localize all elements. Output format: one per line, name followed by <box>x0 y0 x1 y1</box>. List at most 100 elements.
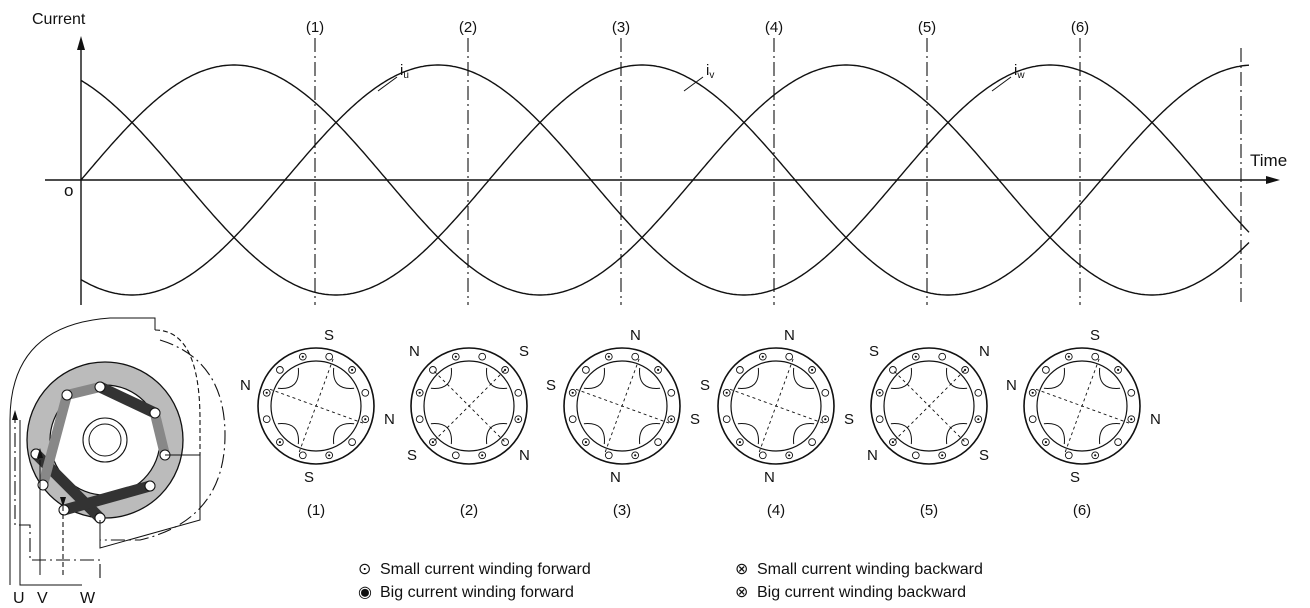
rotor-inner <box>883 360 975 452</box>
slot-dot <box>670 418 673 421</box>
slot-dot <box>364 418 367 421</box>
slot-dot <box>725 391 728 394</box>
pole-label: S <box>1090 327 1100 344</box>
slot-symbol <box>875 415 884 424</box>
rotor-label: (6) <box>1073 502 1091 519</box>
rotor-inner <box>576 360 668 452</box>
marker-label-top: (6) <box>1071 19 1089 36</box>
slot-dot <box>517 418 520 421</box>
slot-dot <box>1044 441 1047 444</box>
slot-symbol <box>1028 415 1037 424</box>
x-axis-label: Time <box>1250 151 1287 170</box>
flux-line <box>946 367 968 389</box>
slot-dot <box>964 368 967 371</box>
flux-line <box>737 367 759 389</box>
marker-labels: (1)(2)(3)(4)(5)(6) <box>306 19 1089 36</box>
slot-dot <box>824 418 827 421</box>
flux-line <box>639 423 661 445</box>
marker-lines <box>314 38 1242 305</box>
curve-label: iu <box>400 62 409 81</box>
lead-arrow-u <box>37 448 43 458</box>
flux-line <box>890 367 912 389</box>
winding-bar-w2 <box>62 382 105 400</box>
slot-dot <box>977 418 980 421</box>
terminal-dot <box>94 381 106 393</box>
pole-label: S <box>700 377 710 394</box>
flux-line <box>486 423 508 445</box>
slot-dot <box>914 355 917 358</box>
lead-arrow-v <box>60 497 66 507</box>
slot-symbol <box>348 438 356 446</box>
terminal-dot <box>144 480 156 492</box>
slot-dot <box>328 454 331 457</box>
slot-dot <box>941 454 944 457</box>
rotor-inner <box>1036 360 1128 452</box>
slot-symbol <box>1042 366 1050 374</box>
pole-label: S <box>979 447 989 464</box>
rotor-label: (2) <box>460 502 478 519</box>
flux-line <box>583 423 605 445</box>
lead-wire-right <box>19 420 82 586</box>
flux-line <box>1043 367 1065 389</box>
flux-line <box>1043 423 1065 445</box>
pole-label: N <box>979 343 990 360</box>
pole-axis <box>268 388 364 424</box>
slot-symbol <box>1114 438 1122 446</box>
slot-symbol <box>758 451 767 460</box>
slot-dot <box>1067 355 1070 358</box>
flux-line <box>737 423 759 445</box>
pole-label: N <box>409 343 420 360</box>
slot-symbol <box>568 415 577 424</box>
flux-line <box>583 367 605 389</box>
winding-bar-w <box>58 480 156 516</box>
pole-label: N <box>1006 377 1017 394</box>
slot-symbol <box>325 352 334 361</box>
slot-symbol <box>974 388 983 397</box>
legend-text: Small current winding backward <box>757 561 983 578</box>
flux-line <box>486 367 508 389</box>
flux-line <box>1099 367 1121 389</box>
pole-label: N <box>1150 411 1161 428</box>
marker-label-top: (1) <box>306 19 324 36</box>
slot-dot <box>571 391 574 394</box>
slot-symbol <box>298 451 307 460</box>
winding-bar-u2 <box>38 390 72 490</box>
pole-label: S <box>546 377 556 394</box>
terminal-dot <box>61 389 73 401</box>
flux-line <box>333 367 355 389</box>
x-axis-arrow <box>1266 176 1280 184</box>
pole-label: N <box>384 411 395 428</box>
slot-dot <box>278 441 281 444</box>
slot-dot <box>351 368 354 371</box>
slot-dot <box>811 368 814 371</box>
legend-text: Big current winding forward <box>380 584 574 601</box>
terminal-dot <box>149 407 161 419</box>
slot-symbol <box>478 352 487 361</box>
pole-axis <box>433 370 505 442</box>
lead-wire-outer-dash <box>154 329 201 456</box>
slot-dot <box>878 391 881 394</box>
marker-label-top: (4) <box>765 19 783 36</box>
pole-label: N <box>240 377 251 394</box>
marker-label-top: (5) <box>918 19 936 36</box>
y-axis-label: Current <box>32 11 86 28</box>
legend-symbol: ⊗ <box>735 584 748 601</box>
y-axis-arrow <box>77 36 85 50</box>
slot-dot <box>1130 418 1133 421</box>
slot-symbol <box>415 415 424 424</box>
slot-symbol <box>262 415 271 424</box>
legend-symbol: ⊗ <box>735 561 748 578</box>
pole-axis <box>574 388 670 424</box>
slot-dot <box>607 355 610 358</box>
terminal-dot <box>58 504 70 516</box>
curve-leader <box>683 76 704 92</box>
slot-symbol <box>821 388 830 397</box>
slot-dot <box>1094 454 1097 457</box>
rotor-label: (1) <box>307 502 325 519</box>
slot-symbol <box>1064 451 1073 460</box>
slot-symbol <box>654 438 662 446</box>
lead-wire-outer <box>9 317 156 585</box>
